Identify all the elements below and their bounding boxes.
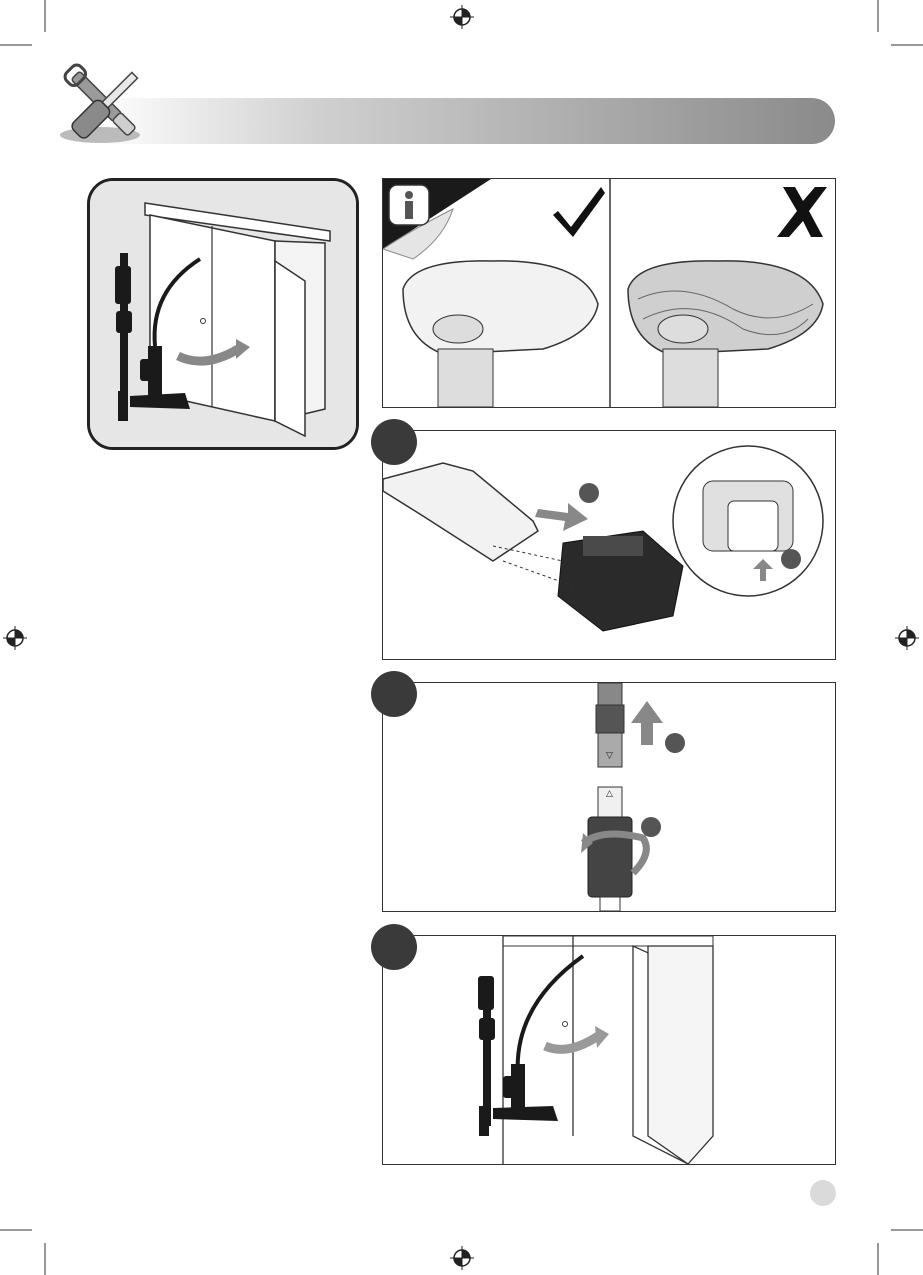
registration-mark-icon <box>895 626 919 650</box>
sub-step-badge <box>579 483 599 503</box>
figure-storage-cabinet <box>87 178 359 450</box>
cross-mark-icon <box>777 187 827 237</box>
figure-store-in-cabinet <box>382 935 836 1165</box>
cabinet-illustration <box>90 181 356 447</box>
registration-mark-icon <box>450 1246 474 1270</box>
figure-shaft-separation: ▽ △ <box>382 682 836 912</box>
up-arrow-mark: △ <box>606 789 613 799</box>
sub-step-badge <box>781 549 801 569</box>
check-mark-icon <box>553 187 605 237</box>
registration-mark-icon <box>450 5 474 29</box>
page-number <box>810 1180 836 1206</box>
down-arrow-mark: ▽ <box>606 751 613 761</box>
registration-mark-icon <box>3 626 27 650</box>
figure-guard-comparison <box>382 178 836 408</box>
tools-icon <box>55 55 155 150</box>
cabinet-store-illustration <box>383 936 835 1164</box>
battery-illustration <box>383 431 835 659</box>
figure-battery-removal <box>382 430 836 660</box>
sub-step-badge <box>641 817 661 837</box>
guard-illustration <box>383 179 835 407</box>
sub-step-badge <box>665 733 685 753</box>
header-bar <box>95 98 835 144</box>
